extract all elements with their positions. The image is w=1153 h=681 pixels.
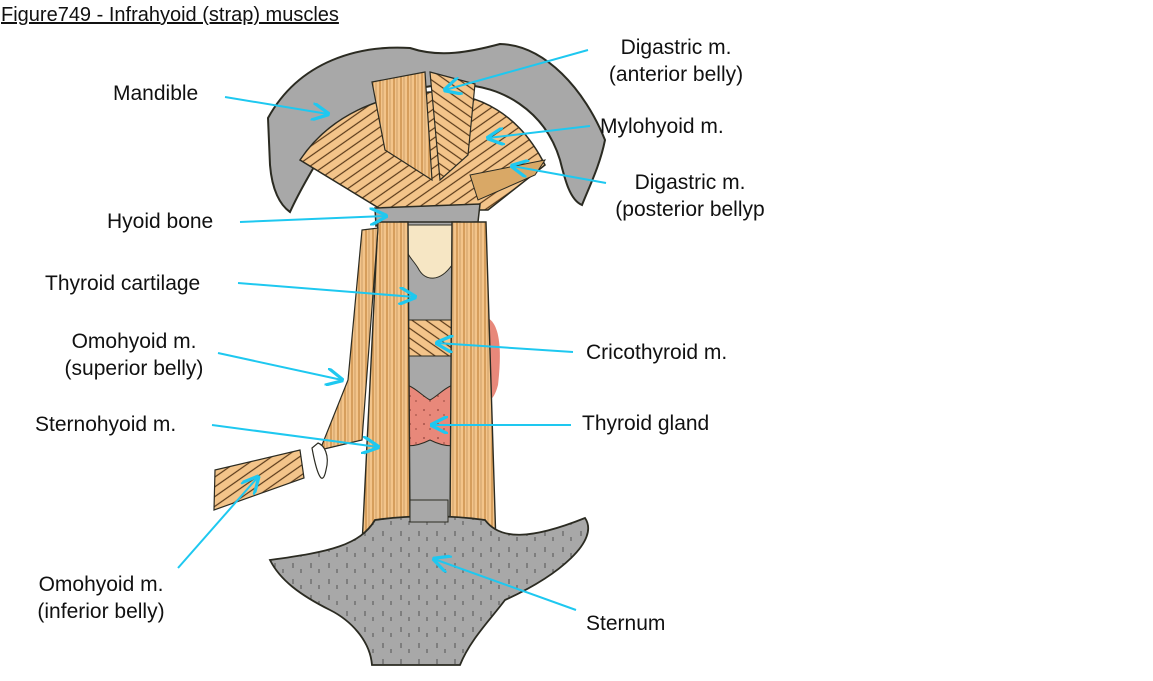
- leader-omohyoid-inferior: [177, 477, 258, 569]
- label-omohyoid-inferior-line1: Omohyoid m.: [38, 573, 164, 596]
- leader-digastric-anterior: [445, 49, 589, 90]
- digastric-anterior-left-shape: [371, 71, 433, 182]
- leader-hyoid-bone: [239, 216, 386, 222]
- trachea-bottom-shape: [409, 499, 449, 523]
- label-omohyoid-inferior: Omohyoid m. (inferior belly): [24, 571, 178, 625]
- omohyoid-tendon-shape: [311, 442, 328, 479]
- leader-omohyoid-superior: [217, 352, 342, 380]
- leader-thyroid-cartilage: [237, 282, 415, 297]
- sternohyoid-right-shape: [449, 221, 497, 546]
- label-digastric-posterior-line2: (posterior bellyp: [615, 198, 765, 221]
- label-digastric-posterior: Digastric m. (posterior bellyp: [602, 169, 778, 223]
- label-sternum: Sternum: [586, 612, 666, 635]
- omohyoid-superior-shape: [319, 227, 379, 451]
- figure-title: Figure749 - Infrahyoid (strap) muscles: [1, 4, 339, 26]
- leader-sternum: [434, 559, 577, 611]
- label-omohyoid-inferior-line2: (inferior belly): [37, 600, 165, 623]
- leader-cricothyroid: [437, 343, 574, 352]
- label-mandible: Mandible: [113, 82, 199, 105]
- label-thyroid-gland: Thyroid gland: [582, 412, 710, 435]
- leader-digastric-posterior: [512, 166, 607, 184]
- label-digastric-posterior-line1: Digastric m.: [634, 171, 746, 194]
- label-digastric-anterior-line2: (anterior belly): [608, 63, 744, 86]
- label-digastric-anterior-line1: Digastric m.: [620, 36, 732, 59]
- leader-mylohyoid: [488, 125, 591, 138]
- label-hyoid-bone: Hyoid bone: [107, 210, 214, 233]
- label-omohyoid-superior-line1: Omohyoid m.: [71, 330, 197, 353]
- label-cricothyroid: Cricothyroid m.: [586, 341, 728, 364]
- omohyoid-inferior-shape: [213, 449, 305, 511]
- label-omohyoid-superior-line2: (superior belly): [64, 357, 204, 380]
- leader-lines: [177, 49, 607, 611]
- label-omohyoid-superior: Omohyoid m. (superior belly): [50, 328, 218, 382]
- label-thyroid-cartilage: Thyroid cartilage: [45, 272, 201, 295]
- label-mylohyoid: Mylohyoid m.: [600, 115, 724, 138]
- sternum-shape: [268, 515, 589, 666]
- label-digastric-anterior: Digastric m. (anterior belly): [592, 34, 760, 88]
- leader-mandible: [224, 96, 328, 114]
- leader-sternohyoid: [211, 424, 378, 447]
- label-sternohyoid: Sternohyoid m.: [35, 413, 177, 436]
